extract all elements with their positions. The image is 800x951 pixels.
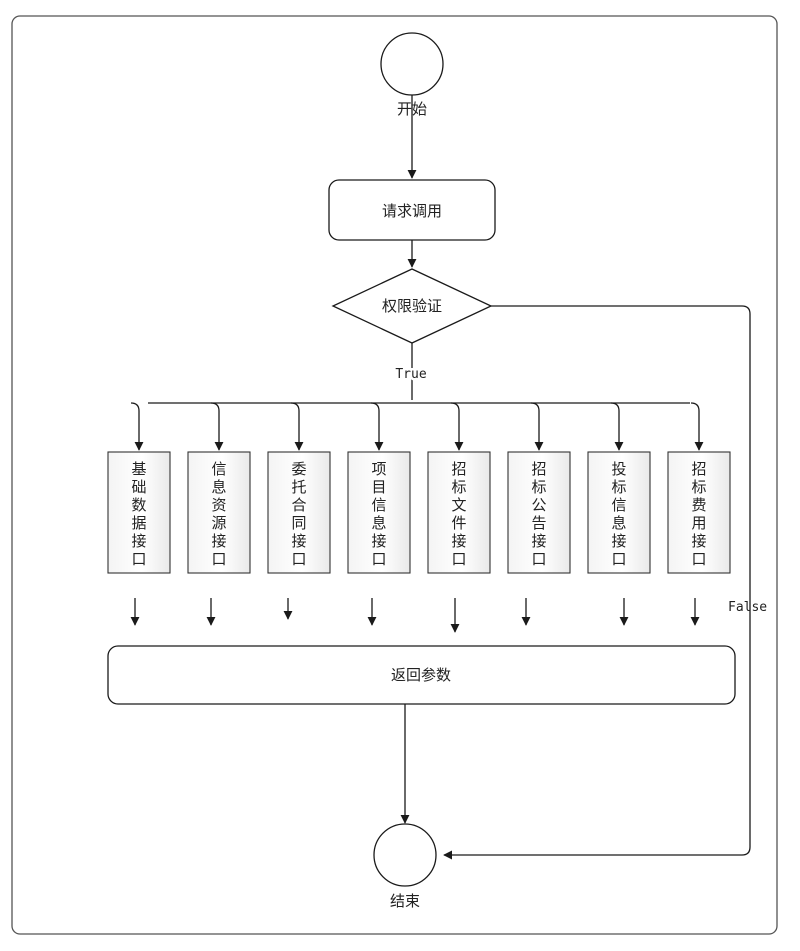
interface-label-3: 委托合同接口 [291, 460, 306, 568]
interface-box-4 [347, 451, 411, 574]
interface-box-3 [267, 451, 331, 574]
end-label: 结束 [390, 892, 420, 910]
interface-box-7 [587, 451, 651, 574]
return-label: 返回参数 [391, 666, 451, 684]
edge-false-path [443, 305, 751, 860]
edge-branch-5 [450, 402, 464, 451]
edge-branch-3 [290, 402, 304, 451]
false-label: False [728, 600, 767, 615]
edge-branch-1 [130, 402, 144, 451]
request-label: 请求调用 [382, 202, 442, 220]
interface-label-7: 投标信息接口 [611, 460, 626, 568]
interface-label-6: 招标公告接口 [531, 460, 546, 568]
interface-box-6 [507, 451, 571, 574]
interface-box-8 [667, 451, 731, 574]
auth-label: 权限验证 [382, 297, 442, 315]
edge-branch-2 [210, 402, 224, 451]
interface-box-1 [107, 451, 171, 574]
interface-box-2 [187, 451, 251, 574]
edge-branch-7 [610, 402, 624, 451]
start-node [380, 32, 444, 96]
interface-box-5 [427, 451, 491, 574]
edge-branch-6 [530, 402, 544, 451]
edge-branch-4 [370, 402, 384, 451]
interface-label-4: 项目信息接口 [371, 460, 386, 568]
interface-label-8: 招标费用接口 [691, 460, 706, 568]
edge-branch-8 [690, 402, 704, 451]
interface-label-5: 招标文件接口 [451, 460, 466, 568]
interface-group: 基础数据接口 信息资源接口 委托合同接口 项目信息接口 招标文件接口 招标公告接口 投标信息… [107, 402, 731, 633]
interface-label-1: 基础数据接口 [131, 460, 146, 568]
end-node [373, 823, 437, 887]
true-label: True [395, 367, 426, 382]
return-node [107, 645, 736, 705]
interface-label-2: 信息资源接口 [211, 460, 226, 568]
